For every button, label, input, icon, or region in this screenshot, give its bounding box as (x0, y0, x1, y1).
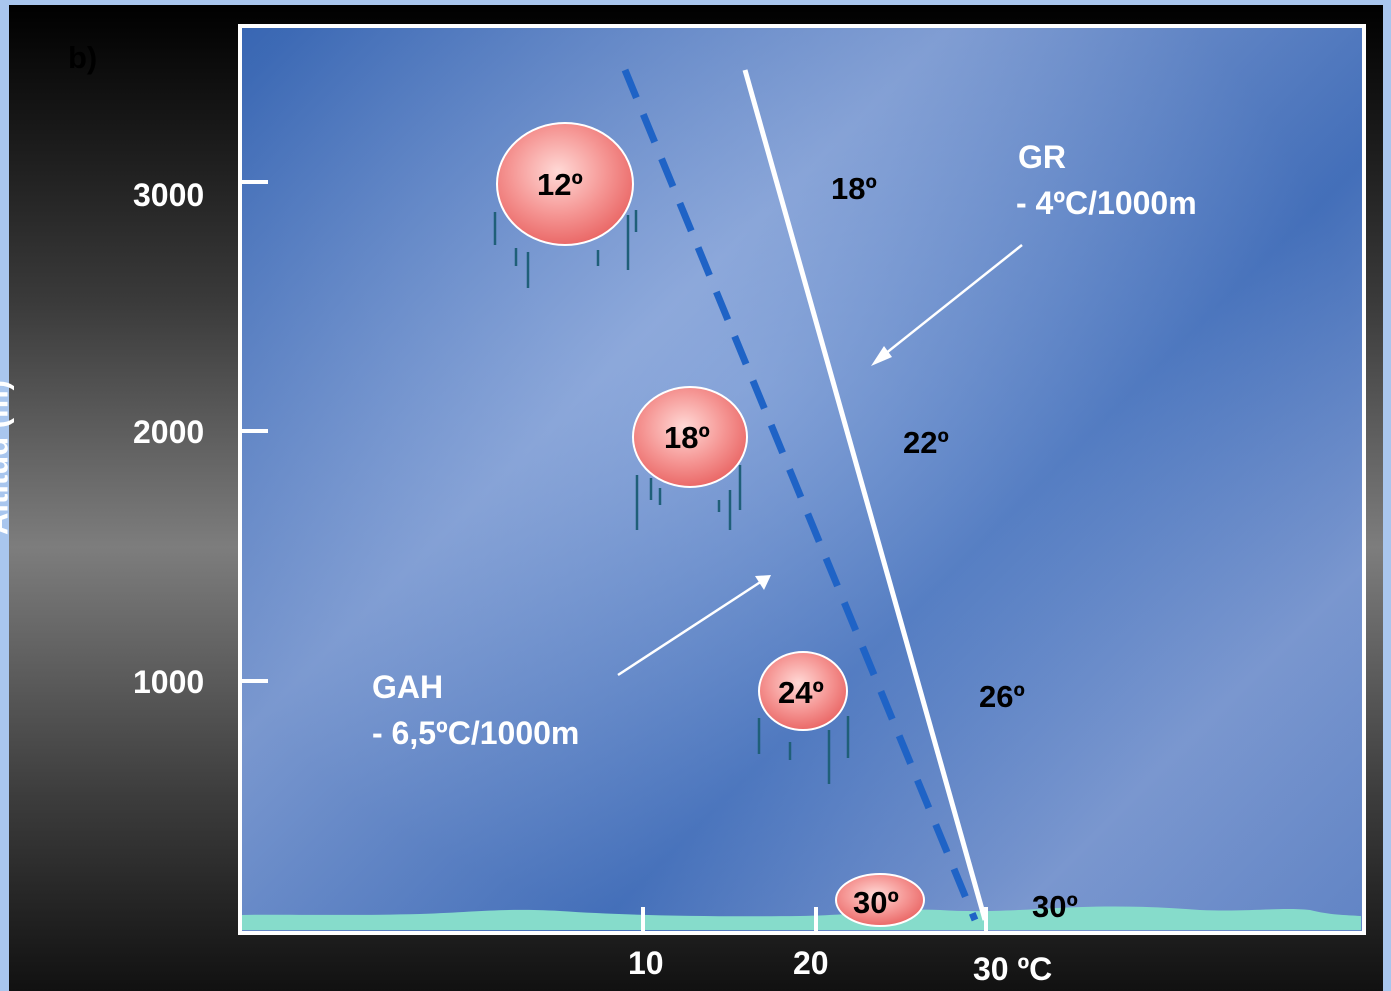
parcel-label-24: 24º (778, 675, 824, 710)
y-tick-label-2000: 2000 (133, 414, 205, 450)
y-axis-label: Altitud (m) (0, 380, 15, 535)
gah-arrow (617, 575, 771, 677)
gr-arrow (871, 244, 1023, 366)
ground-strip (242, 906, 1361, 930)
diagram-panel (238, 24, 1366, 935)
gr-temp-3000: 18º (831, 171, 877, 206)
parcel-label-12: 12º (537, 167, 583, 202)
gah-dashed-line (621, 68, 979, 922)
air-parcel-30 (835, 873, 925, 927)
y-tick-label-3000: 3000 (133, 177, 205, 213)
gah-rate: - 6,5ºC/1000m (372, 715, 580, 751)
gr-temp-1000: 26º (979, 679, 1025, 714)
y-tick-label-1000: 1000 (133, 664, 205, 700)
parcel-label-30: 30º (853, 885, 899, 920)
x-tick-label-10: 10 (628, 945, 664, 981)
x-tick-label-20: 20 (793, 945, 829, 981)
gr-rate: - 4ºC/1000m (1016, 185, 1197, 221)
x-tick-label-30: 30 ºC (973, 951, 1053, 987)
parcel-label-18: 18º (664, 420, 710, 455)
gah-title: GAH (372, 669, 444, 705)
gr-title: GR (1018, 139, 1066, 175)
gr-temp-0: 30º (1032, 889, 1078, 924)
air-parcel-24 (757, 651, 850, 784)
air-parcel-12 (493, 122, 638, 288)
panel-label: b) (68, 40, 98, 75)
air-parcel-18 (632, 386, 748, 530)
gr-line (742, 69, 988, 921)
gr-temp-2000: 22º (903, 425, 949, 460)
